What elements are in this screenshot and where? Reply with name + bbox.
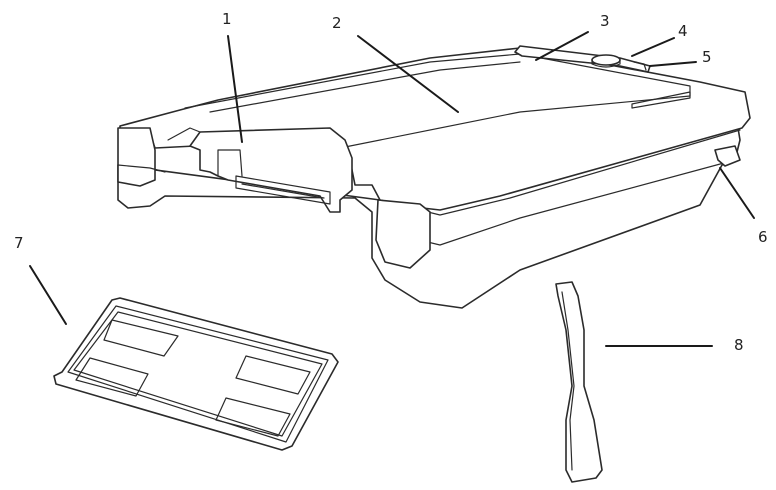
right-end-foot (714, 145, 741, 167)
callout-3: 3 (600, 12, 610, 30)
drip-tray-pad-2 (75, 357, 149, 397)
spatula-body (555, 281, 603, 483)
drip-tray-pad-4 (215, 397, 291, 437)
drip-tray (53, 297, 339, 451)
drip-tray-handle-left (167, 127, 201, 141)
indicator-light (633, 61, 647, 71)
callout-4: 4 (678, 22, 688, 40)
leader-line-6 (719, 167, 755, 219)
spatula-edge (561, 291, 575, 471)
drip-tray-pad-1 (103, 319, 179, 357)
leader-line-1 (227, 35, 243, 143)
drip-tray-slot-inner (241, 183, 325, 199)
callout-2: 2 (332, 14, 342, 32)
drip-tray-rim (67, 305, 329, 443)
top-plate-inner-line (209, 61, 521, 113)
spatula (555, 281, 603, 483)
callout-7: 7 (14, 234, 24, 252)
leader-lines (29, 31, 755, 347)
grill-appliance (117, 45, 751, 309)
callout-numbers: 1 2 3 4 5 6 7 8 (14, 10, 768, 354)
leader-line-5 (649, 61, 697, 67)
control-knob-base (591, 59, 621, 68)
drip-tray-pad-3 (235, 355, 311, 395)
callout-6: 6 (758, 228, 768, 246)
drip-tray-inner-rim (73, 311, 323, 437)
top-plate-edge (184, 53, 691, 151)
leader-line-4 (631, 37, 675, 57)
callout-8: 8 (734, 336, 744, 354)
drip-tray-outer (53, 297, 339, 451)
top-right-slot (631, 91, 691, 109)
control-knob (591, 54, 621, 66)
left-side-block (117, 127, 156, 187)
callout-5: 5 (702, 48, 712, 66)
callout-1: 1 (222, 10, 232, 28)
drip-tray-bracket (217, 149, 243, 177)
leader-line-7 (29, 265, 67, 325)
left-side-line (117, 164, 166, 173)
leader-line-3 (535, 31, 589, 61)
drip-tray-opening (189, 127, 353, 213)
leader-line-2 (357, 35, 459, 113)
right-foot-block (375, 199, 431, 269)
drip-tray-slot (235, 175, 331, 205)
